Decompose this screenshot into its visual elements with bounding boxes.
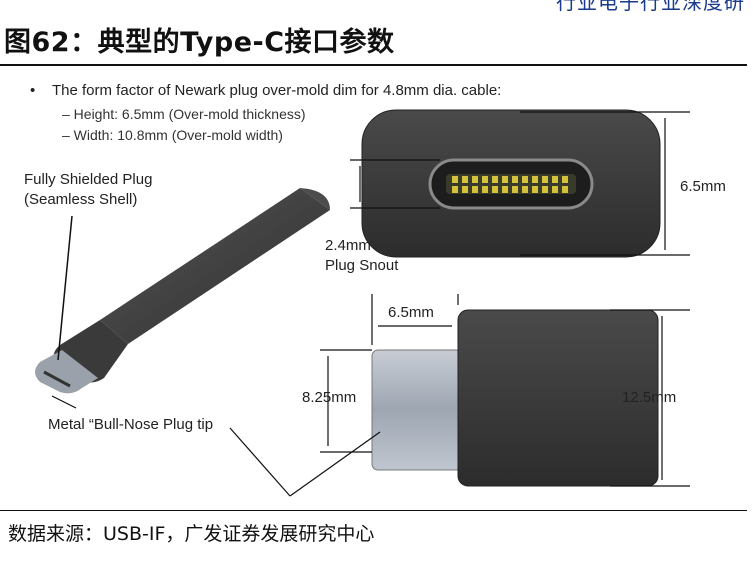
snout-length-label: 6.5mm <box>388 304 434 321</box>
side-dimension-lines <box>229 294 690 497</box>
spec-bullet-text: The form factor of Newark plug over-mold… <box>52 82 502 99</box>
snout-height-label: 8.25mm <box>302 389 357 406</box>
shielded-plug-label-1: Fully Shielded Plug <box>24 171 153 188</box>
plug-side-illustration <box>371 309 659 487</box>
title-rule <box>0 64 747 66</box>
face-dimension-lines <box>350 111 690 256</box>
report-header-fragment: 行业电子行业深度研 <box>556 0 745 14</box>
snout-name-label: Plug Snout <box>325 257 399 274</box>
spec-width-item: – Width: 10.8mm (Over-mold width) <box>62 127 283 143</box>
snout-width-label: 2.4mm <box>325 237 371 254</box>
body-height-label: 12.5mm <box>622 389 677 406</box>
plug-face-illustration <box>361 109 661 258</box>
tip-label: Metal “Bull-Nose Plug tip <box>48 416 214 433</box>
shield-leader-line <box>57 215 73 361</box>
spec-height-item: – Height: 6.5mm (Over-mold thickness) <box>62 106 306 122</box>
source-rule <box>0 510 747 511</box>
plug-perspective-illustration <box>35 188 330 394</box>
tip-leader-line <box>51 395 77 409</box>
face-height-label: 6.5mm <box>680 178 726 195</box>
source-note: 数据来源：USB-IF，广发证券发展研究中心 <box>8 523 375 545</box>
shielded-plug-label-2: (Seamless Shell) <box>24 191 138 208</box>
spec-bullet: •The form factor of Newark plug over-mol… <box>30 82 502 99</box>
figure-title: 图62：典型的Type-C接口参数 <box>4 27 395 58</box>
